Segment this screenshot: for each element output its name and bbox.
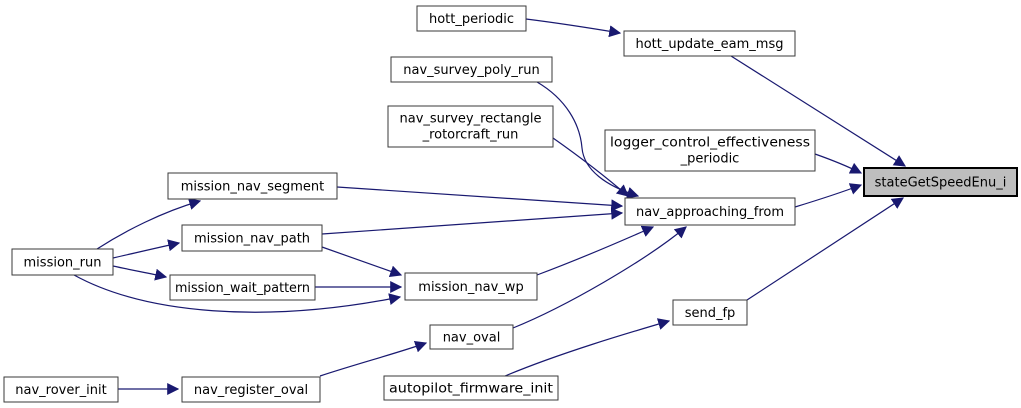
edge-autopilot_firmware_init-to-send_fp	[504, 318, 671, 377]
edge-nav_approaching_from-to-stateGetSpeedEnu_i	[794, 183, 863, 208]
node-label-mission_run: mission_run	[24, 256, 102, 271]
edge-nav_register_oval-to-nav_oval	[319, 340, 428, 377]
node-box-send_fp[interactable]	[672, 299, 748, 326]
node-nav_register_oval[interactable]: nav_register_oval	[181, 376, 321, 403]
node-label-nav_register_oval: nav_register_oval	[194, 383, 308, 398]
edge-nav_survey_rectangle_rotorcraft_run-to-nav_approaching_from	[552, 137, 629, 197]
node-box-nav_oval[interactable]	[429, 324, 514, 350]
node-box-autopilot_firmware_init[interactable]	[383, 375, 559, 401]
node-box-mission_run[interactable]	[11, 248, 114, 276]
node-label-autopilot_firmware_init: autopilot_firmware_init	[389, 382, 553, 397]
node-nav_survey_poly_run[interactable]: nav_survey_poly_run	[390, 56, 553, 83]
node-box-nav_survey_poly_run[interactable]	[390, 56, 553, 83]
node-autopilot_firmware_init[interactable]: autopilot_firmware_init	[383, 375, 559, 401]
node-nav_rover_init[interactable]: nav_rover_init	[3, 376, 119, 403]
node-mission_nav_wp[interactable]: mission_nav_wp	[404, 272, 538, 301]
node-label-mission_nav_wp: mission_nav_wp	[418, 280, 523, 295]
edge-mission_nav_path-to-nav_approaching_from	[321, 207, 624, 235]
node-label-mission_nav_segment: mission_nav_segment	[181, 180, 325, 195]
edge-logger_control_effectiveness_periodic-to-stateGetSpeedEnu_i	[814, 153, 863, 174]
node-nav_oval[interactable]: nav_oval	[429, 324, 514, 350]
node-label-nav_survey_rectangle_rotorcraft_run-line2: _rotorcraft_run	[422, 128, 519, 143]
node-label-nav_survey_rectangle_rotorcraft_run-line1: nav_survey_rectangle	[399, 112, 541, 127]
node-mission_nav_path[interactable]: mission_nav_path	[181, 224, 323, 252]
edge-mission_nav_wp-to-nav_approaching_from	[536, 225, 655, 276]
node-box-mission_wait_pattern[interactable]	[169, 274, 316, 301]
node-send_fp[interactable]: send_fp	[672, 299, 748, 326]
node-label-logger_control_effectiveness_periodic-line2: _periodic	[680, 152, 740, 167]
node-box-nav_survey_rectangle_rotorcraft_run[interactable]	[387, 105, 554, 148]
node-label-nav_oval: nav_oval	[443, 331, 501, 346]
node-box-hott_periodic[interactable]	[416, 5, 527, 32]
node-label-nav_rover_init: nav_rover_init	[15, 383, 107, 398]
edge-send_fp-to-stateGetSpeedEnu_i	[746, 197, 905, 301]
node-hott_periodic[interactable]: hott_periodic	[416, 5, 527, 32]
node-mission_wait_pattern[interactable]: mission_wait_pattern	[169, 274, 316, 301]
edge-mission_run-to-mission_wait_pattern	[112, 265, 168, 281]
node-box-mission_nav_wp[interactable]	[404, 272, 538, 301]
node-label-stateGetSpeedEnu_i: stateGetSpeedEnu_i	[875, 176, 1007, 191]
edge-mission_run-to-mission_nav_path	[112, 239, 181, 259]
node-box-mission_nav_segment[interactable]	[167, 172, 338, 200]
node-stateGetSpeedEnu_i: stateGetSpeedEnu_i	[863, 167, 1018, 197]
node-box-logger_control_effectiveness_periodic[interactable]	[604, 129, 816, 172]
edge-mission_run-to-mission_nav_segment	[96, 198, 202, 250]
edge-mission_run-to-mission_nav_wp	[73, 274, 402, 313]
edge-mission_nav_segment-to-nav_approaching_from	[336, 186, 624, 212]
node-label-mission_wait_pattern: mission_wait_pattern	[175, 281, 310, 296]
node-label-nav_approaching_from: nav_approaching_from	[636, 205, 784, 220]
node-label-hott_periodic: hott_periodic	[429, 12, 514, 27]
node-box-nav_register_oval[interactable]	[181, 376, 321, 403]
node-mission_nav_segment[interactable]: mission_nav_segment	[167, 172, 338, 200]
node-hott_update_eam_msg[interactable]: hott_update_eam_msg	[623, 30, 796, 57]
node-box-mission_nav_path[interactable]	[181, 224, 323, 252]
node-box-nav_rover_init[interactable]	[3, 376, 119, 403]
node-box-stateGetSpeedEnu_i	[863, 167, 1018, 197]
edge-mission_nav_path-to-mission_nav_wp	[321, 246, 403, 277]
node-box-nav_approaching_from[interactable]	[624, 197, 796, 226]
node-label-mission_nav_path: mission_nav_path	[194, 232, 310, 247]
node-logger_control_effectiveness_periodic[interactable]: logger_control_effectiveness_periodic	[604, 129, 816, 172]
node-nav_approaching_from[interactable]: nav_approaching_from	[624, 197, 796, 226]
edge-nav_oval-to-nav_approaching_from	[512, 226, 687, 329]
node-nav_survey_rectangle_rotorcraft_run[interactable]: nav_survey_rectangle_rotorcraft_run	[387, 105, 554, 148]
node-mission_run[interactable]: mission_run	[11, 248, 114, 276]
edge-hott_update_eam_msg-to-stateGetSpeedEnu_i	[730, 55, 907, 167]
node-label-nav_survey_poly_run: nav_survey_poly_run	[403, 63, 539, 78]
edge-hott_periodic-to-hott_update_eam_msg	[525, 18, 622, 38]
edges-layer	[73, 18, 907, 395]
nodes-layer: hott_periodic hott_update_eam_msg nav_surv…	[3, 5, 1018, 403]
edge-nav_survey_poly_run-to-nav_approaching_from	[536, 81, 640, 199]
node-box-hott_update_eam_msg[interactable]	[623, 30, 796, 57]
node-label-logger_control_effectiveness_periodic-line1: logger_control_effectiveness	[610, 136, 810, 151]
node-label-send_fp: send_fp	[685, 306, 736, 321]
node-label-hott_update_eam_msg: hott_update_eam_msg	[635, 37, 783, 52]
